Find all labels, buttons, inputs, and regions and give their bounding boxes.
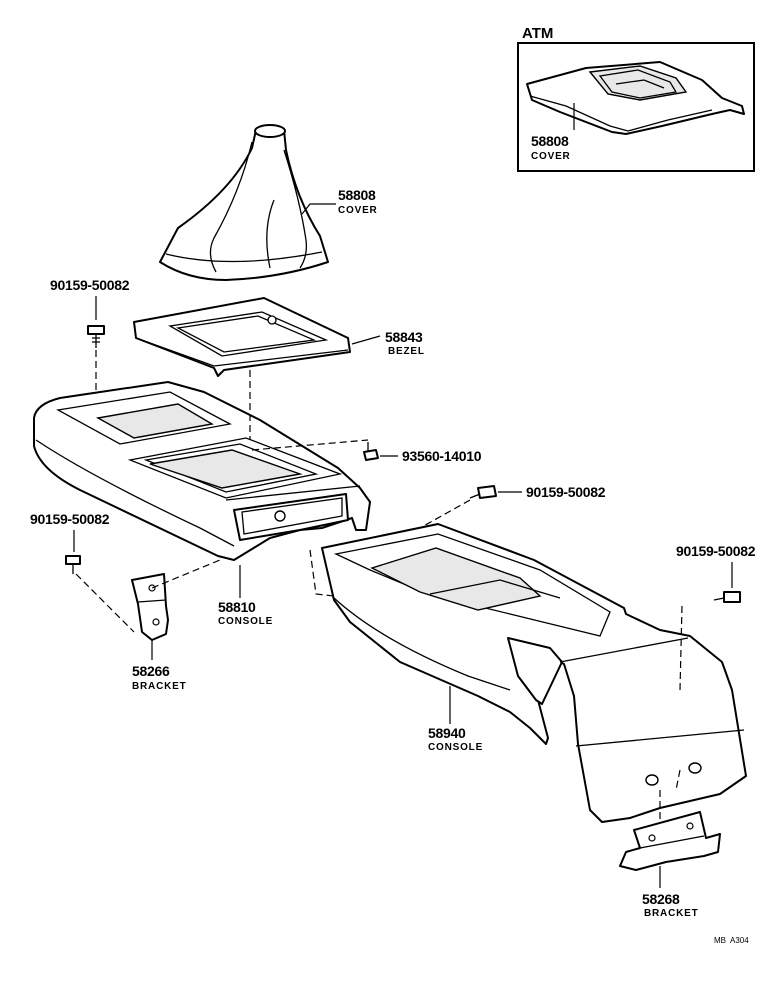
screw-icon (65, 555, 81, 574)
bracket-front-part-name: BRACKET (132, 681, 187, 692)
rear-console-part-number: 58940 (428, 725, 466, 741)
drawing-code: MB A304 (714, 936, 749, 945)
rear-console-part-name: CONSOLE (428, 742, 483, 753)
screw-bracket-rear-dash-b (675, 769, 681, 791)
cover-part-name: COVER (338, 205, 378, 216)
bracket-front-part-number: 58266 (132, 663, 170, 679)
screw-icon (87, 325, 105, 348)
bracket-rear-part-name: BRACKET (644, 908, 699, 919)
atm-inset: ATM 58808 COVER (517, 25, 755, 172)
screw-bracket-front-part-number: 90159-50082 (30, 511, 110, 527)
bracket-rear-part-number: 58268 (642, 891, 680, 907)
screw-bracket-rear-part-number: 90159-50082 (676, 543, 756, 559)
console-link-dash (309, 549, 335, 597)
screw-rear-console-part-number: 90159-50082 (526, 484, 606, 500)
inset-part-name: COVER (531, 151, 571, 162)
bezel (133, 297, 351, 377)
screw-icon (713, 591, 741, 603)
screw-icon (363, 442, 379, 461)
bracket-front (131, 573, 169, 641)
screw-mid-part-number: 93560-14010 (402, 448, 482, 464)
bezel-part-number: 58843 (385, 329, 423, 345)
atm-cover-drawing (526, 61, 745, 135)
bezel-part-name: BEZEL (388, 346, 425, 357)
screw-icon (469, 485, 497, 499)
cover-part-number: 58808 (338, 187, 376, 203)
bracket-rear (619, 811, 721, 871)
inset-title: ATM (522, 25, 553, 42)
front-console-part-name: CONSOLE (218, 616, 273, 627)
screw-bezel-part-number: 90159-50082 (50, 277, 130, 293)
front-console-part-number: 58810 (218, 599, 256, 615)
front-console (33, 381, 371, 561)
inset-part-number: 58808 (531, 133, 569, 149)
shift-boot-cover (159, 124, 329, 281)
bezel-leader (351, 335, 381, 345)
screw-bracket-rear-dash-a (679, 605, 683, 691)
front-console-dash (251, 439, 369, 451)
screw-bracket-front-dash (75, 573, 135, 633)
cover-leader (301, 203, 336, 215)
rear-console (321, 523, 747, 823)
bracket-front-dash (151, 559, 221, 589)
